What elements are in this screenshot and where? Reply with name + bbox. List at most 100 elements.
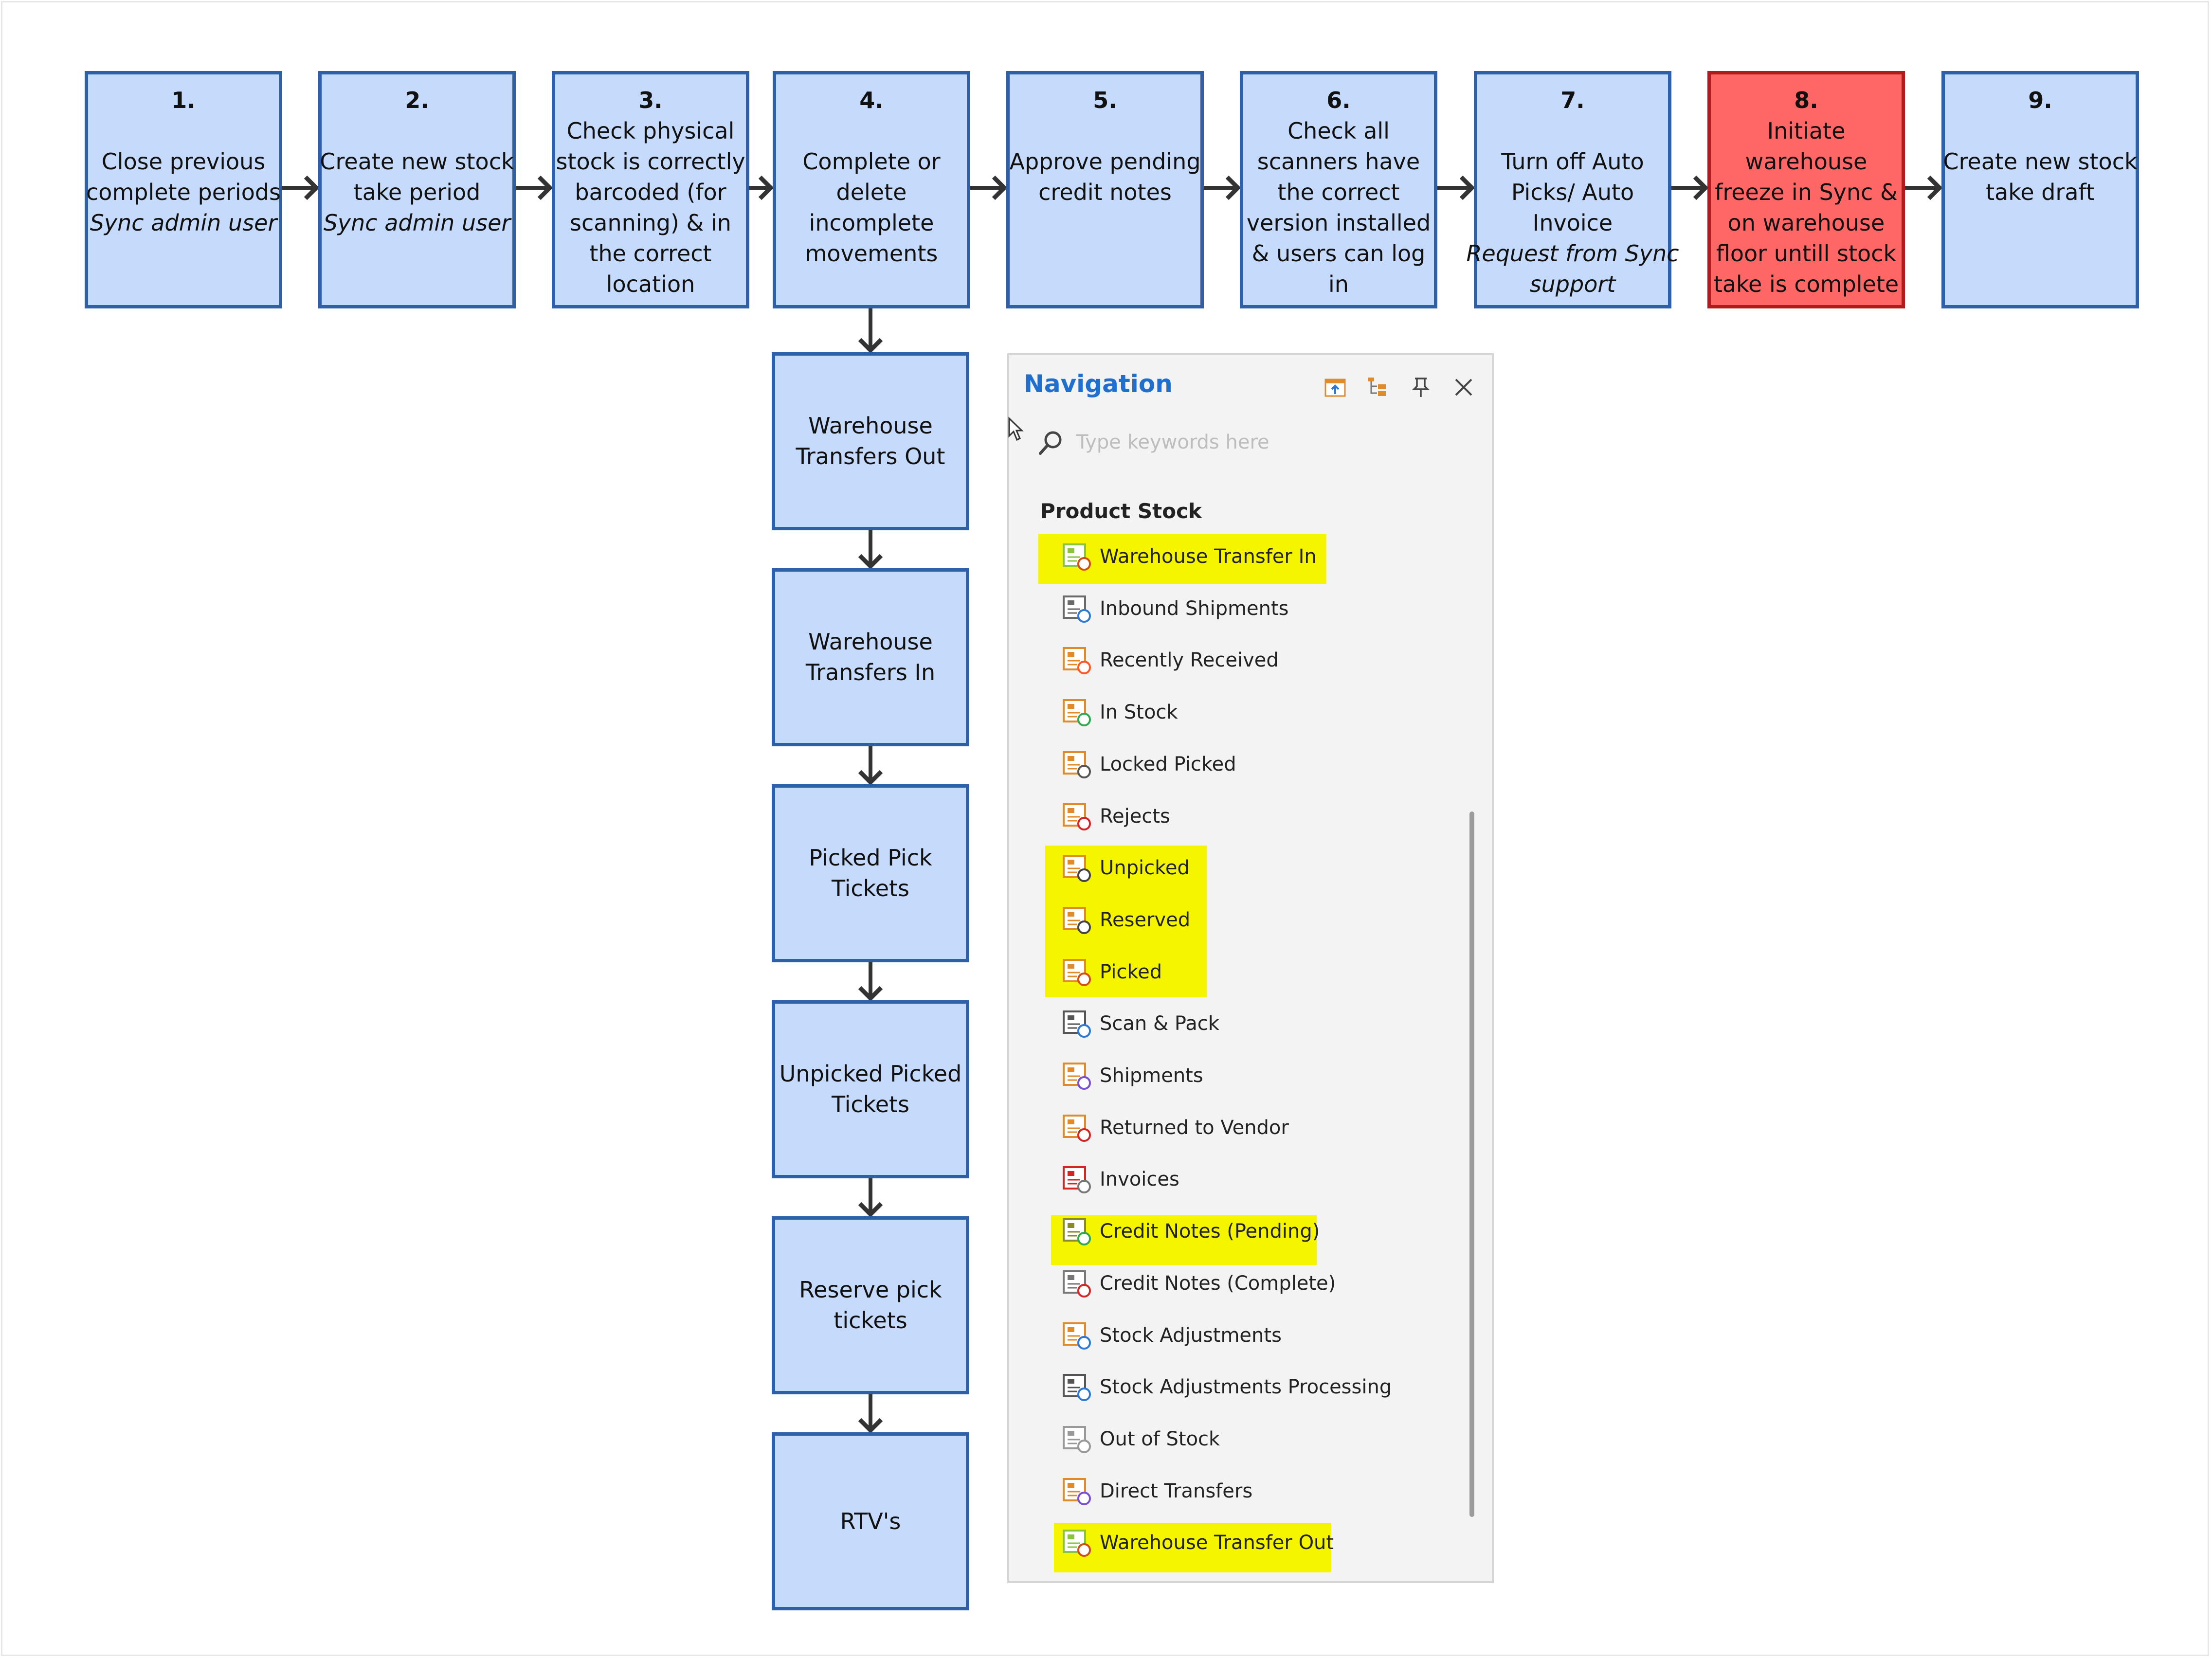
- credit-notes-pending-icon: [1063, 1218, 1091, 1245]
- step-text-line: Tickets: [831, 1091, 910, 1118]
- nav-item-warehouse-transfer-in[interactable]: Warehouse Transfer In: [1061, 537, 1411, 576]
- picked-icon: [1063, 959, 1091, 986]
- nav-item-rejects[interactable]: Rejects: [1061, 797, 1411, 836]
- step-text-line: version installed: [1246, 210, 1431, 236]
- nav-item-credit-notes-pending[interactable]: Credit Notes (Pending): [1061, 1212, 1411, 1251]
- nav-item-recently-received[interactable]: Recently Received: [1061, 641, 1411, 680]
- step-text-line: floor untill stock: [1716, 240, 1897, 267]
- step-text-line: Turn off Auto: [1501, 148, 1644, 175]
- nav-item-label: Returned to Vendor: [1100, 1117, 1289, 1139]
- step-text-line: Tickets: [831, 875, 910, 902]
- nav-item-label: Credit Notes (Complete): [1100, 1272, 1336, 1295]
- nav-item-label: Warehouse Transfer Out: [1100, 1532, 1334, 1554]
- step-text-line: the correct: [589, 240, 712, 267]
- stock-adjustments-icon: [1063, 1322, 1091, 1350]
- step-number: 1.: [171, 87, 196, 113]
- step-text-line: take is complete: [1713, 271, 1899, 297]
- inbound-shipments-icon: [1063, 595, 1091, 623]
- nav-item-label: Picked: [1100, 961, 1162, 983]
- nav-item-label: Warehouse Transfer In: [1100, 545, 1317, 568]
- step-text-line: take period: [353, 179, 481, 205]
- reserved-icon: [1063, 907, 1091, 934]
- nav-item-label: Credit Notes (Pending): [1100, 1220, 1320, 1243]
- mouse-cursor-icon: [1008, 416, 1024, 441]
- step-text-line: Unpicked Picked: [779, 1061, 962, 1087]
- nav-item-inbound-shipments[interactable]: Inbound Shipments: [1061, 589, 1411, 628]
- nav-item-direct-transfers[interactable]: Direct Transfers: [1061, 1472, 1411, 1511]
- step-text-line: Warehouse: [808, 629, 933, 655]
- scan-pack-icon: [1063, 1010, 1091, 1038]
- step-text-line: stock is correctly: [556, 148, 745, 175]
- nav-item-label: Stock Adjustments: [1100, 1324, 1282, 1347]
- step-number: 8.: [1794, 87, 1818, 113]
- step-text-line: in: [1328, 271, 1349, 297]
- in-stock-icon: [1063, 699, 1091, 726]
- step-text-line: Create new stock: [1943, 148, 2138, 175]
- search-icon: [1039, 431, 1062, 455]
- step-text-line: Close previous: [101, 148, 266, 175]
- auto-hide-icon[interactable]: [1323, 375, 1348, 400]
- arrow-head: [1459, 175, 1475, 200]
- step-number: 4.: [859, 87, 884, 113]
- arrow-head: [858, 338, 883, 354]
- step-text-line: freeze in Sync &: [1715, 179, 1898, 205]
- nav-item-in-stock[interactable]: In Stock: [1061, 693, 1411, 732]
- nav-item-label: Shipments: [1100, 1064, 1203, 1087]
- step-text-line: Check all: [1287, 118, 1390, 144]
- nav-item-returned-to-vendor[interactable]: Returned to Vendor: [1061, 1108, 1411, 1147]
- step-number: 6.: [1326, 87, 1351, 113]
- step-text-line: delete: [836, 179, 907, 205]
- step-text-line: Invoice: [1532, 210, 1613, 236]
- warehouse-transfer-out-icon: [1063, 1530, 1091, 1557]
- nav-item-credit-notes-complete[interactable]: Credit Notes (Complete): [1061, 1264, 1411, 1303]
- step-text-line: complete periods: [86, 179, 281, 205]
- arrow-head: [758, 175, 774, 200]
- direct-transfers-icon: [1063, 1478, 1091, 1505]
- step-text-line: Complete or: [802, 148, 941, 175]
- nav-item-label: Out of Stock: [1100, 1428, 1220, 1450]
- tree-view-icon[interactable]: [1365, 375, 1391, 400]
- arrow-head: [992, 175, 1008, 200]
- arrow-head: [858, 554, 883, 570]
- nav-item-picked[interactable]: Picked: [1061, 953, 1411, 992]
- nav-item-reserved[interactable]: Reserved: [1061, 901, 1411, 939]
- nav-item-locked-picked[interactable]: Locked Picked: [1061, 745, 1411, 784]
- nav-item-unpicked[interactable]: Unpicked: [1061, 848, 1411, 887]
- step-text-line: on warehouse: [1727, 210, 1885, 236]
- nav-item-stock-adjustments-processing[interactable]: Stock Adjustments Processing: [1061, 1368, 1411, 1407]
- pin-icon[interactable]: [1408, 375, 1433, 400]
- nav-item-out-of-stock[interactable]: Out of Stock: [1061, 1420, 1411, 1459]
- nav-item-warehouse-transfer-out[interactable]: Warehouse Transfer Out: [1061, 1523, 1411, 1562]
- nav-item-label: Scan & Pack: [1100, 1012, 1219, 1035]
- step-number: 2.: [405, 87, 429, 113]
- warehouse-transfer-in-icon: [1063, 543, 1091, 571]
- nav-item-scan-pack[interactable]: Scan & Pack: [1061, 1004, 1411, 1043]
- arrow-head: [1225, 175, 1241, 200]
- nav-item-label: Invoices: [1100, 1168, 1179, 1190]
- step-number: 7.: [1560, 87, 1585, 113]
- nav-item-invoices[interactable]: Invoices: [1061, 1160, 1411, 1199]
- search-input[interactable]: [1075, 426, 1457, 458]
- close-icon[interactable]: [1451, 375, 1476, 400]
- highlight-marker: [1051, 1215, 1317, 1265]
- scrollbar[interactable]: [1469, 811, 1474, 1517]
- step-text-line: RTV's: [840, 1508, 901, 1534]
- step-text-line: the correct: [1277, 179, 1400, 205]
- arrow-head: [1693, 175, 1709, 200]
- nav-item-label: Unpicked: [1100, 857, 1190, 879]
- invoices-icon: [1063, 1166, 1091, 1193]
- nav-item-label: Recently Received: [1100, 649, 1279, 671]
- step-text-line: barcoded (for: [575, 179, 726, 205]
- locked-picked-icon: [1063, 751, 1091, 778]
- nav-item-shipments[interactable]: Shipments: [1061, 1056, 1411, 1095]
- nav-item-stock-adjustments[interactable]: Stock Adjustments: [1061, 1316, 1411, 1355]
- navigation-panel: Navigation Product Stock Warehouse: [1007, 353, 1494, 1583]
